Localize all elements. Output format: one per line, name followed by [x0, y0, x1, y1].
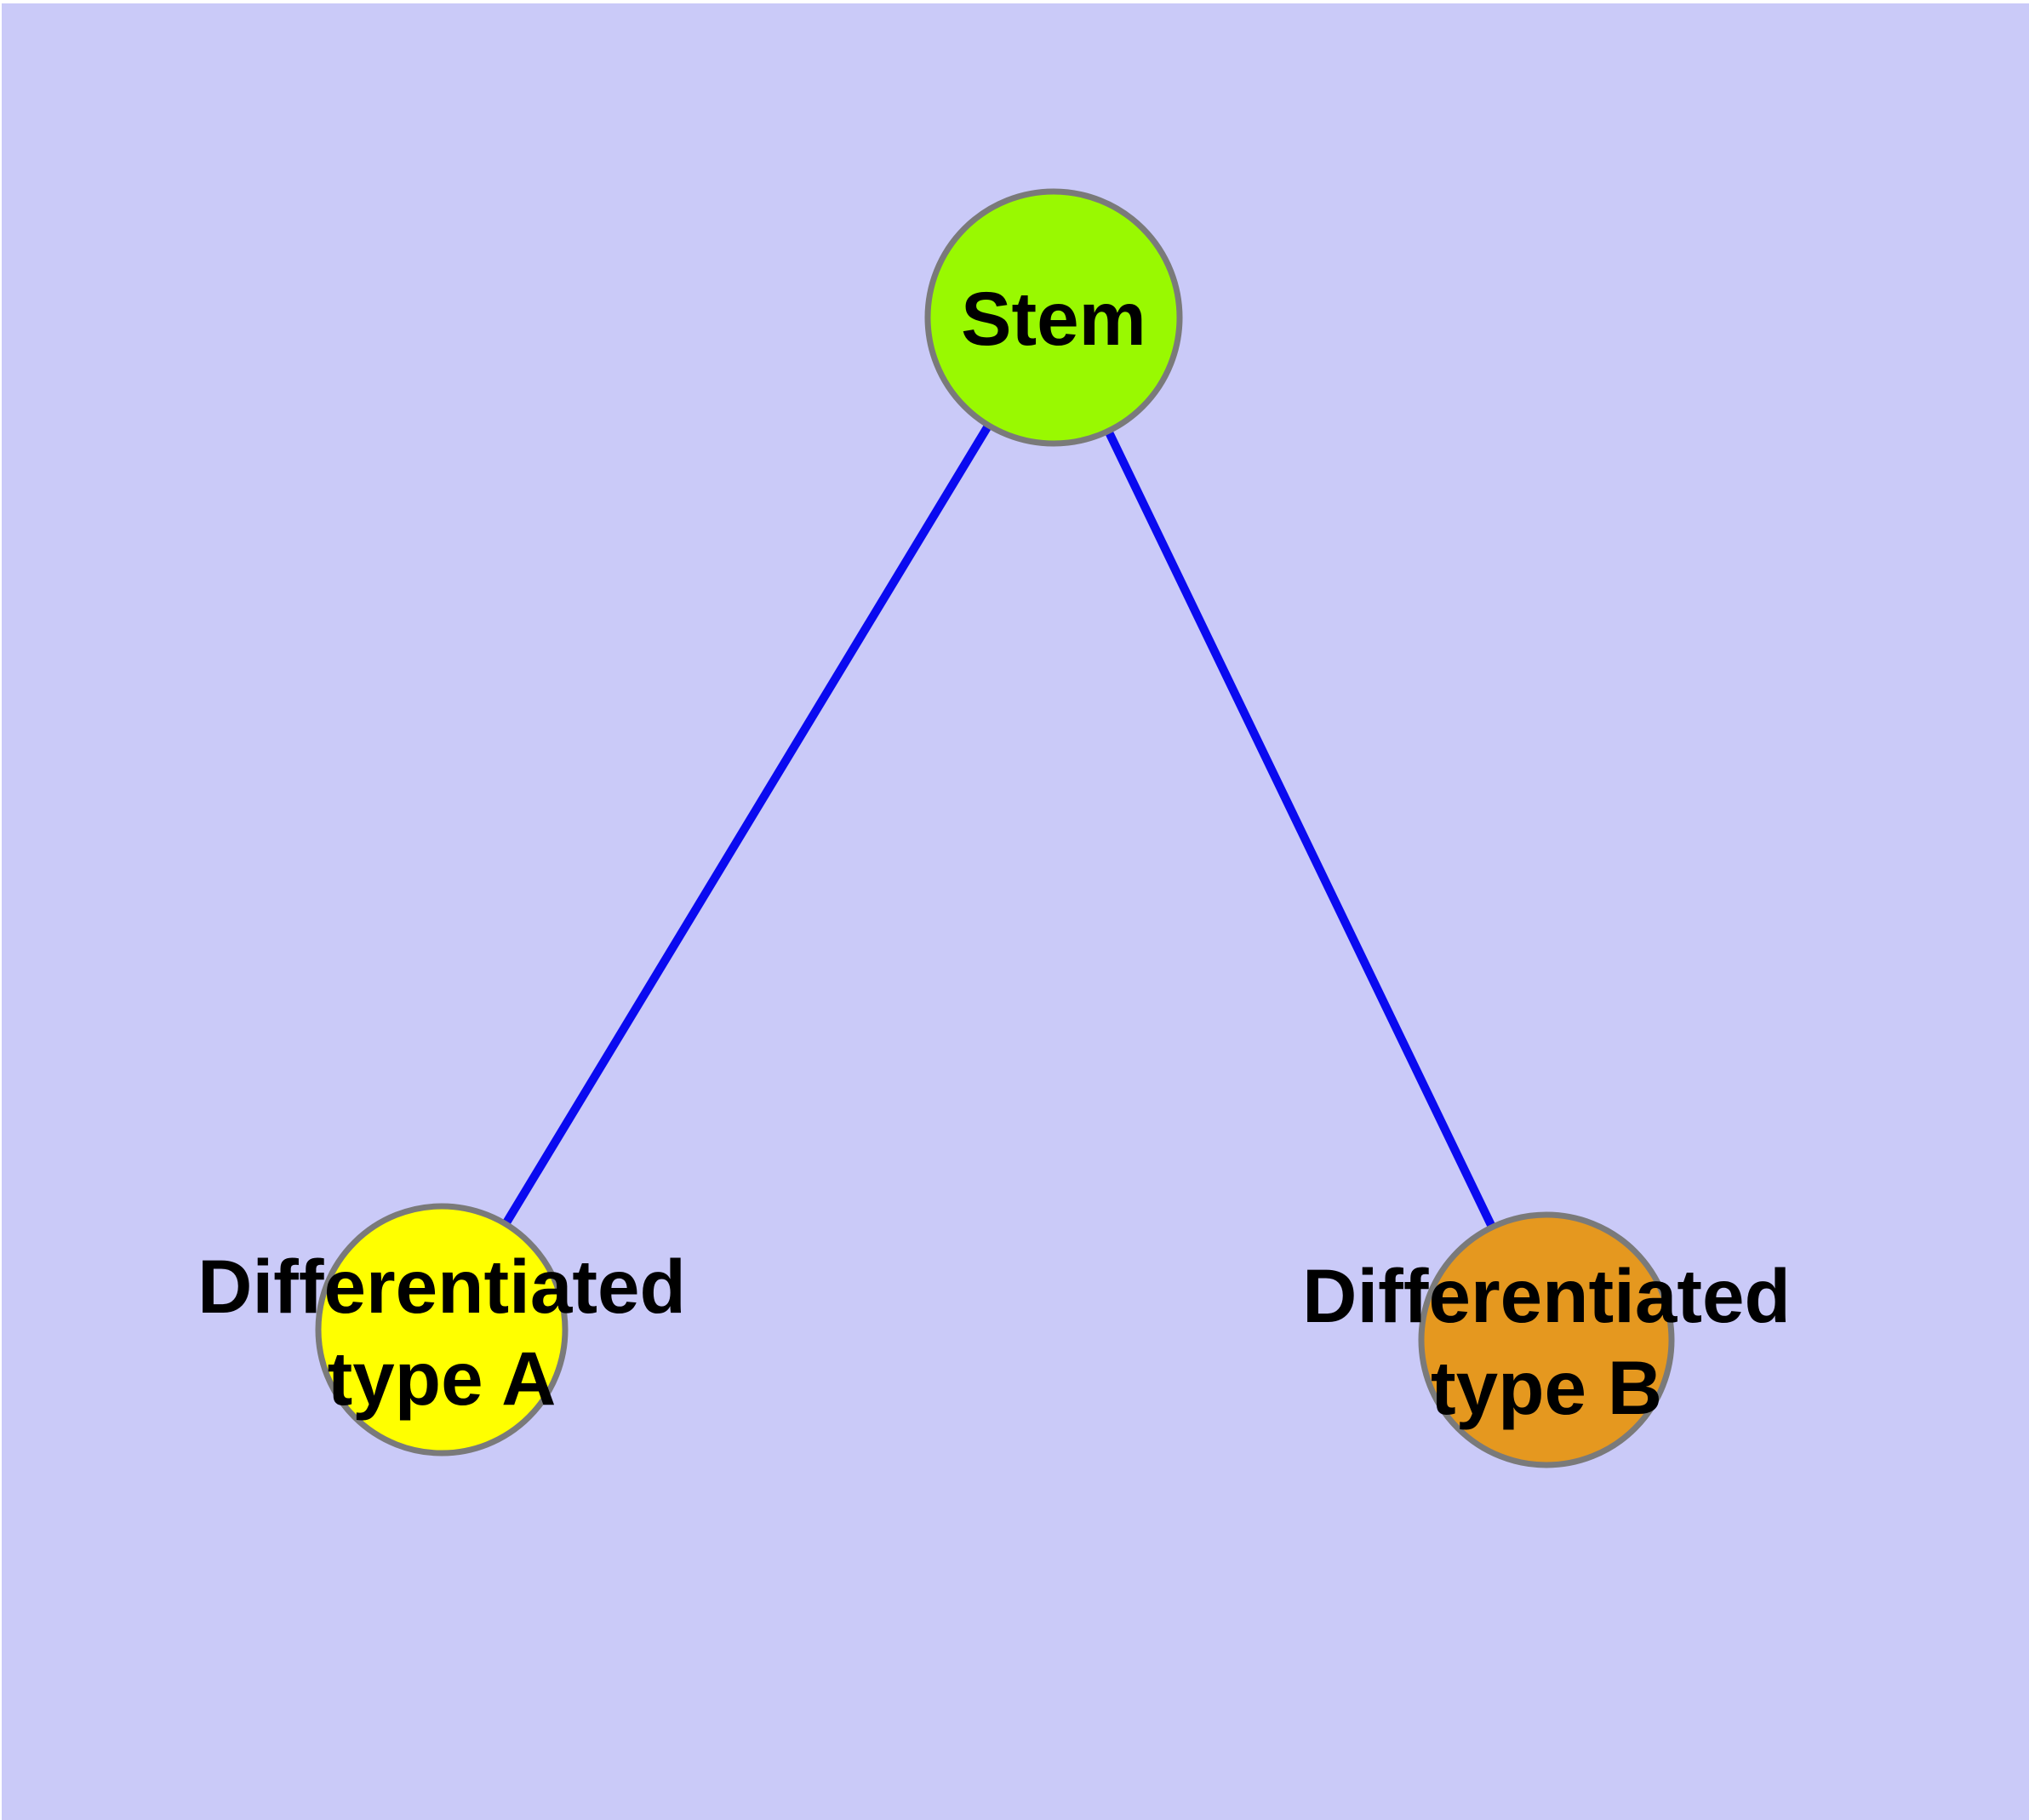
edge-stem-to-type-b [1049, 315, 1551, 1342]
node-type-a-circle [315, 1203, 569, 1457]
edge-stem-to-type-a [437, 315, 1058, 1332]
node-stem-circle [924, 188, 1183, 447]
node-type-b-circle [1418, 1211, 1675, 1468]
